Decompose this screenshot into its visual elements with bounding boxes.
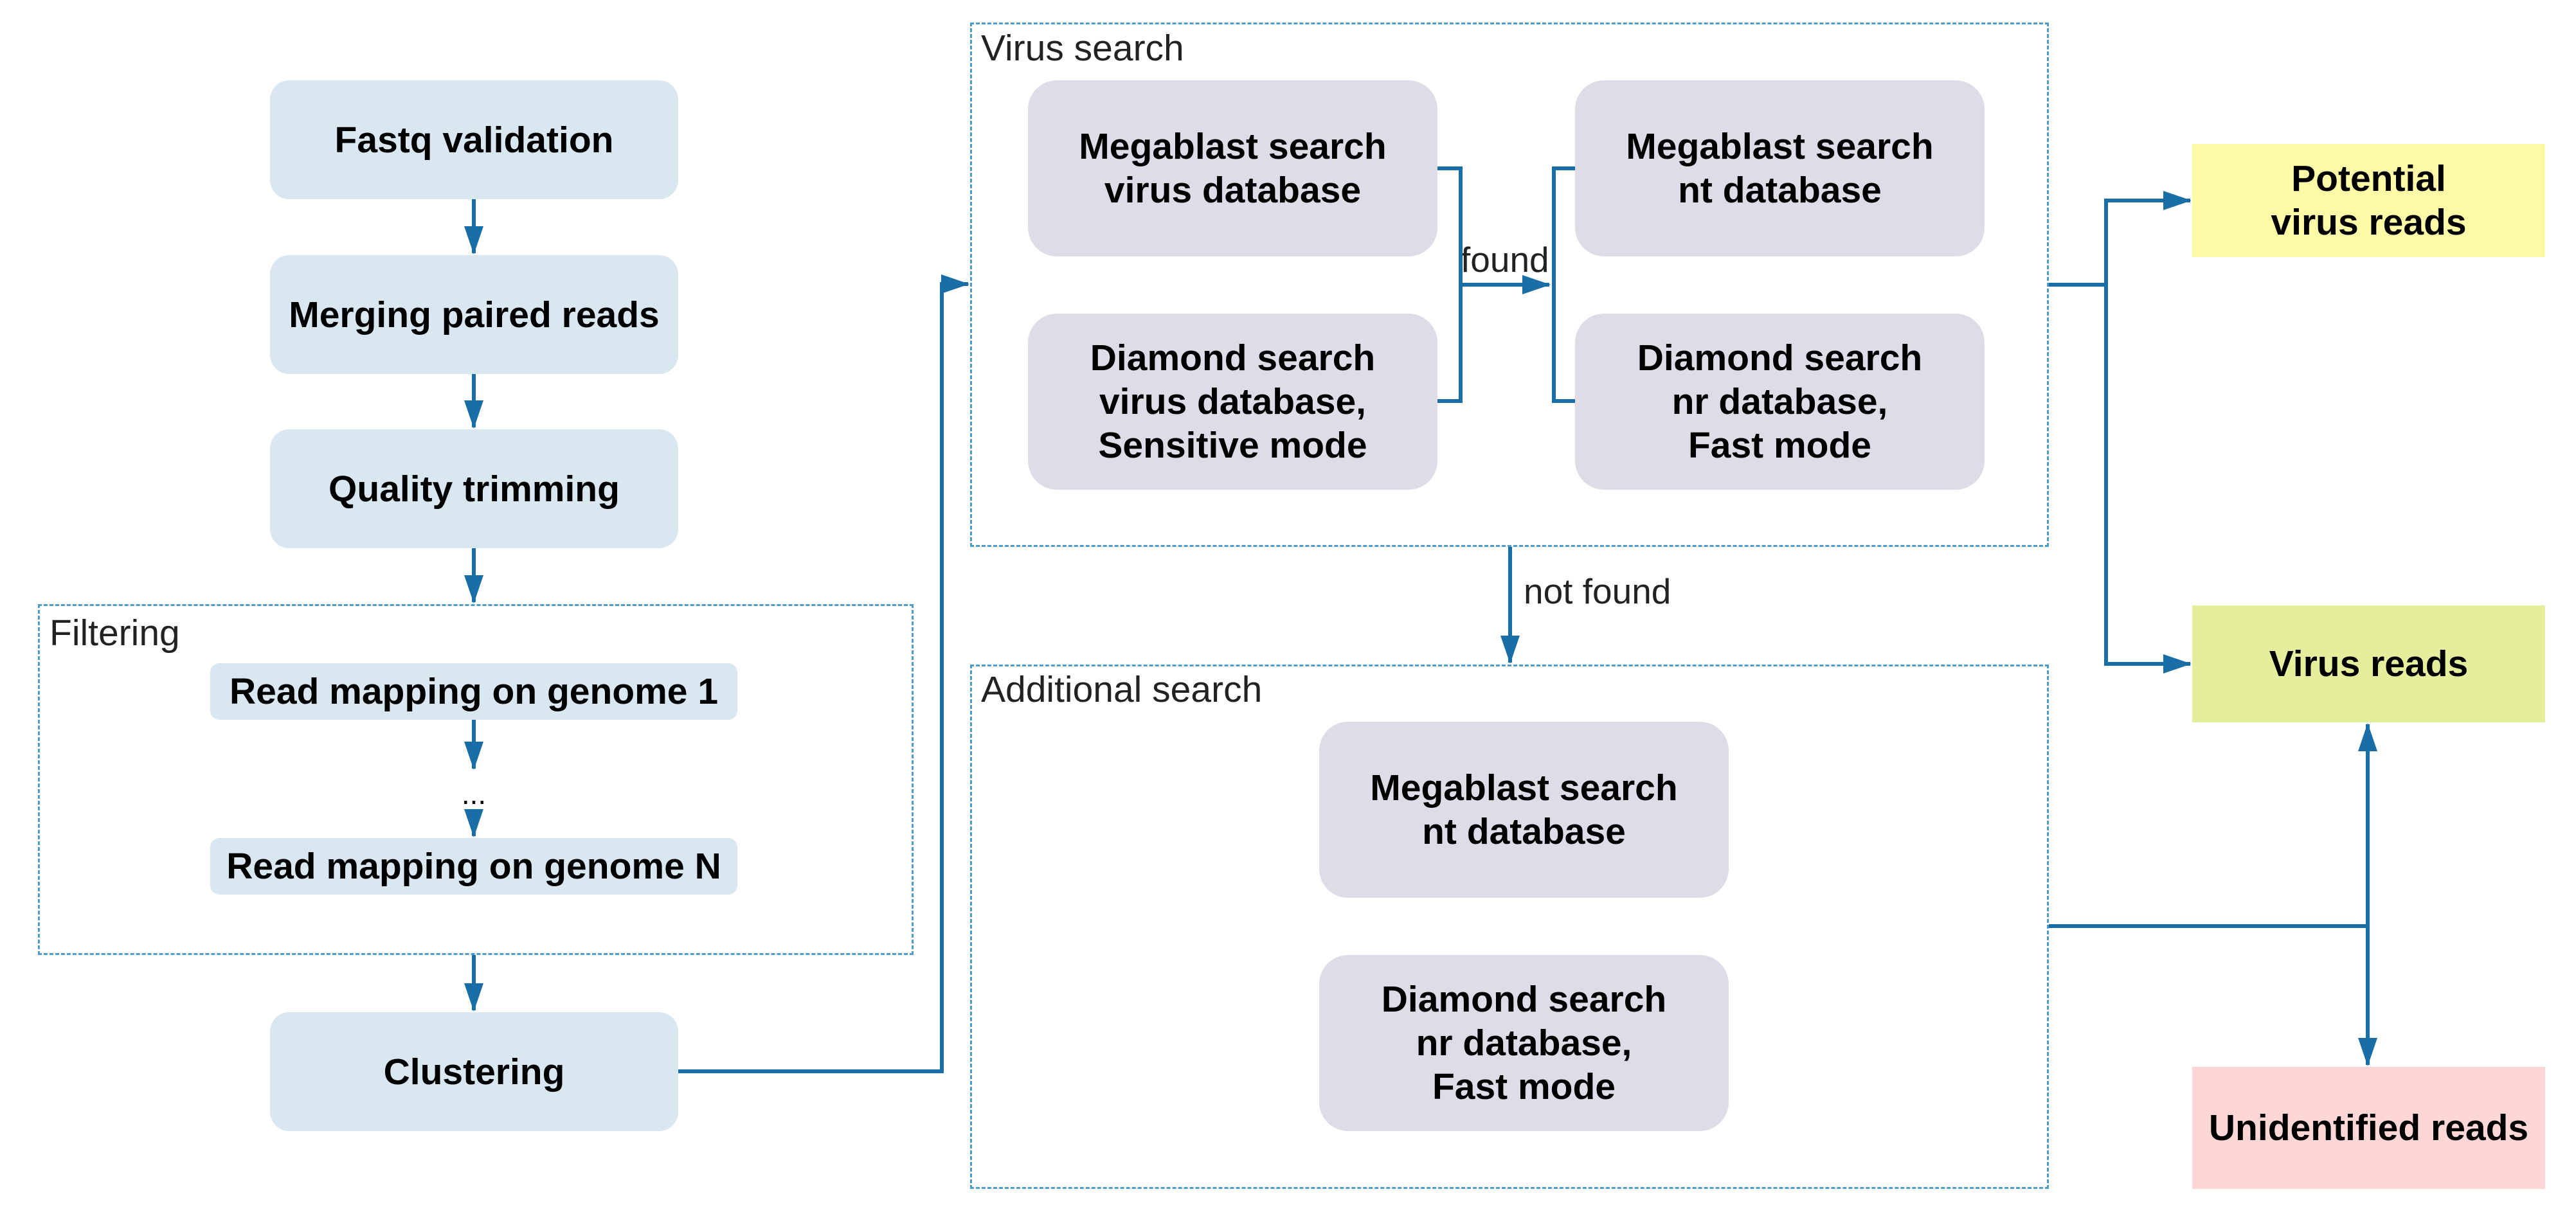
filtering-ellipsis: ... [461, 777, 487, 810]
virus-reads-node: Virus reads [2192, 605, 2545, 722]
connector-megablast-virus-out [1437, 166, 1463, 403]
arrow-to-potential-virus [2104, 191, 2192, 285]
arrow-clustering-to-virus-search [678, 274, 969, 1073]
unidentified-reads-node: Unidentified reads [2192, 1067, 2545, 1189]
quality-trimming-node: Quality trimming [270, 429, 678, 548]
filtering-group [38, 604, 914, 955]
additional-search-group [970, 665, 2049, 1189]
additional-search-group-title: Additional search [981, 669, 1263, 710]
fastq-validation-node: Fastq validation [270, 80, 678, 199]
virus-search-group [970, 22, 2049, 547]
found-label: found [1461, 240, 1549, 280]
read-mapping-genome-n-node: Read mapping on genome N [210, 838, 737, 895]
diamond-nr-db-node: Diamond search nr database, Fast mode [1575, 314, 1985, 490]
arrow-to-virus-reads [2104, 285, 2192, 674]
virus-search-group-title: Virus search [981, 28, 1184, 69]
clustering-node: Clustering [270, 1012, 678, 1131]
additional-diamond-nr-node: Diamond search nr database, Fast mode [1319, 955, 1729, 1131]
megablast-nt-db-node: Megablast search nt database [1575, 80, 1985, 256]
not-found-label: not found [1524, 571, 1671, 611]
read-mapping-genome-1-node: Read mapping on genome 1 [210, 663, 737, 720]
diamond-virus-db-node: Diamond search virus database, Sensitive… [1028, 314, 1437, 490]
filtering-group-title: Filtering [50, 612, 180, 654]
megablast-virus-db-node: Megablast search virus database [1028, 80, 1437, 256]
potential-virus-reads-node: Potential virus reads [2192, 144, 2545, 257]
additional-megablast-nt-node: Megablast search nt database [1319, 722, 1729, 898]
merging-paired-reads-node: Merging paired reads [270, 255, 678, 374]
connector-found-split [1552, 166, 1575, 403]
